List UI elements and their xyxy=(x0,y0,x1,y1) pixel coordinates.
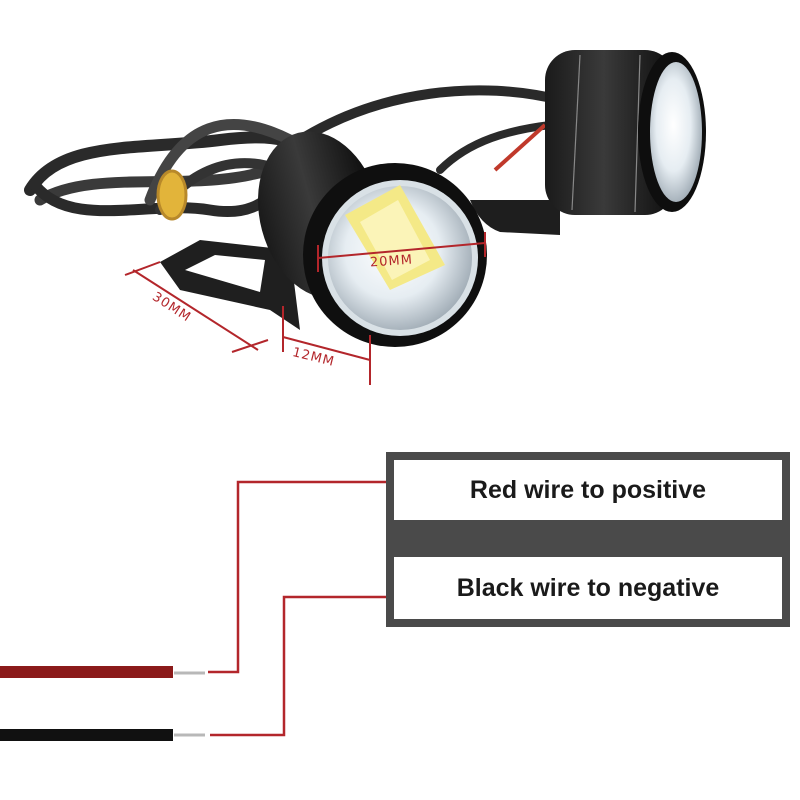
dimension-lines xyxy=(124,232,486,385)
positive-instruction: Red wire to positive xyxy=(394,460,782,520)
rear-led-light xyxy=(545,50,706,215)
rear-bracket xyxy=(470,200,560,235)
positive-lead-line xyxy=(208,480,386,674)
front-bracket xyxy=(160,240,300,330)
product-photo: 20MM 30MM 12MM xyxy=(24,50,706,385)
black-wire xyxy=(0,729,173,741)
front-led-light xyxy=(258,131,487,347)
led-lights-illustration xyxy=(24,50,706,385)
red-wire xyxy=(0,666,173,678)
negative-instruction: Black wire to negative xyxy=(394,557,782,619)
cable-tie xyxy=(156,169,188,221)
negative-lead-line xyxy=(210,595,386,737)
wiring-legend-box: Red wire to positive Black wire to negat… xyxy=(386,452,790,627)
red-lead-stub xyxy=(493,123,547,172)
